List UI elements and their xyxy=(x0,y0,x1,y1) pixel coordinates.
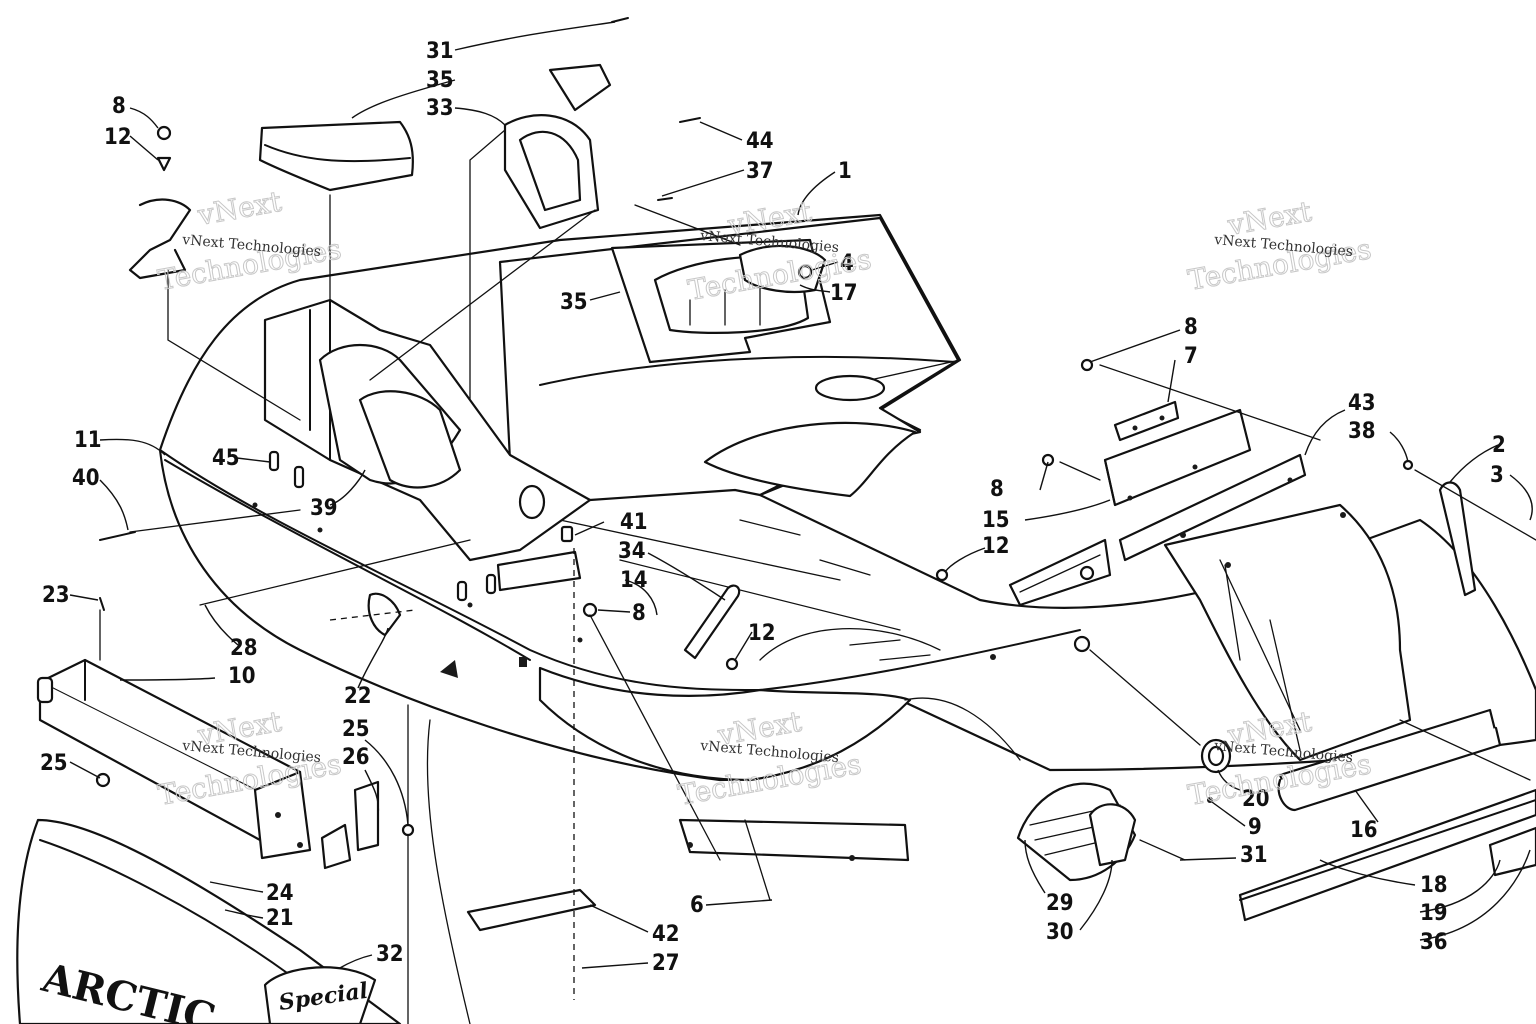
left-hardware xyxy=(99,125,582,611)
rubber-boot xyxy=(1016,782,1137,882)
callout-labels: 1 2 3 4 6 7 8 8 8 8 9 10 11 12 12 12 14 … xyxy=(40,39,1506,976)
callout-label-8: 8 xyxy=(1184,315,1198,340)
emblem-badge xyxy=(263,966,377,1024)
callout-label-30: 30 xyxy=(1046,920,1074,945)
callout-label-28: 28 xyxy=(230,636,258,661)
callout-label-41: 41 xyxy=(620,510,648,535)
callout-label-42: 42 xyxy=(652,922,680,947)
callout-label-27: 27 xyxy=(652,951,680,976)
watermark-large: vNext xyxy=(195,185,285,232)
callout-label-35: 35 xyxy=(426,68,454,93)
callout-label-38: 38 xyxy=(1348,419,1376,444)
callout-label-14: 14 xyxy=(620,568,648,593)
callout-label-44: 44 xyxy=(746,129,774,154)
callout-label-8: 8 xyxy=(632,601,646,626)
callout-label-16: 16 xyxy=(1350,818,1378,843)
callout-label-22: 22 xyxy=(344,684,372,709)
callout-label-2: 2 xyxy=(1492,433,1506,458)
callout-label-34: 34 xyxy=(618,539,646,564)
callout-label-32: 32 xyxy=(376,942,404,967)
misc-small-parts xyxy=(367,525,910,932)
callout-label-31: 31 xyxy=(1240,843,1268,868)
rail-assembly xyxy=(1200,481,1536,922)
callout-label-3: 3 xyxy=(1490,463,1504,488)
callout-label-12: 12 xyxy=(982,534,1010,559)
callout-label-18: 18 xyxy=(1420,873,1448,898)
callout-label-15: 15 xyxy=(982,508,1010,533)
callout-label-29: 29 xyxy=(1046,891,1074,916)
callout-label-20: 20 xyxy=(1242,787,1270,812)
callout-label-6: 6 xyxy=(690,893,704,918)
callout-label-12: 12 xyxy=(104,125,132,150)
assembly-lines xyxy=(99,129,1536,1000)
callout-label-1: 1 xyxy=(838,159,852,184)
callout-label-35: 35 xyxy=(560,290,588,315)
callout-label-21: 21 xyxy=(266,906,294,931)
bracket-assembly xyxy=(935,358,1414,653)
callout-label-40: 40 xyxy=(72,466,100,491)
callout-label-9: 9 xyxy=(1248,815,1262,840)
callout-label-26: 26 xyxy=(342,745,370,770)
hood-body-shell xyxy=(158,213,1536,1024)
callout-label-25: 25 xyxy=(342,717,370,742)
callout-label-39: 39 xyxy=(310,496,338,521)
callout-label-4: 4 xyxy=(840,251,854,276)
callout-label-36: 36 xyxy=(1420,930,1448,955)
cross-beam xyxy=(36,658,415,870)
callout-label-23: 23 xyxy=(42,583,70,608)
callout-label-24: 24 xyxy=(266,881,294,906)
callout-label-31: 31 xyxy=(426,39,454,64)
callout-label-8: 8 xyxy=(112,94,126,119)
callout-label-7: 7 xyxy=(1184,344,1198,369)
callout-label-12: 12 xyxy=(748,621,776,646)
callout-label-25: 25 xyxy=(40,751,68,776)
callout-label-19: 19 xyxy=(1420,901,1448,926)
callout-label-10: 10 xyxy=(228,664,256,689)
callout-label-43: 43 xyxy=(1348,391,1376,416)
callout-label-8: 8 xyxy=(990,477,1004,502)
vent-and-shroud-parts xyxy=(258,17,827,294)
callout-label-37: 37 xyxy=(746,159,774,184)
side-panel-right xyxy=(1163,503,1412,762)
callout-label-17: 17 xyxy=(830,281,858,306)
callout-label-45: 45 xyxy=(212,446,240,471)
callout-leaders xyxy=(69,21,1533,991)
callout-label-33: 33 xyxy=(426,96,454,121)
callout-label-11: 11 xyxy=(74,428,102,453)
